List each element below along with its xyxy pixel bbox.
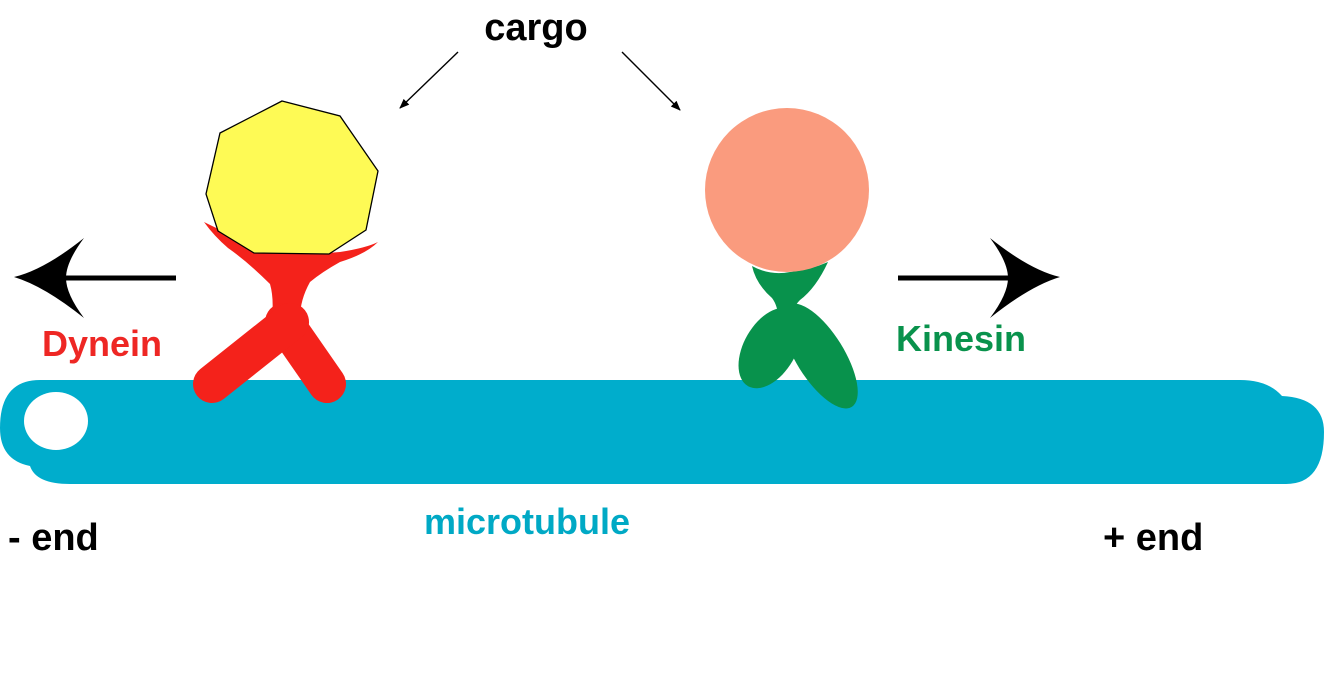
kinesin-head-right (782, 303, 858, 409)
dynein-label: Dynein (42, 323, 162, 364)
microtubule-body (0, 380, 1324, 484)
kinesin-label: Kinesin (896, 318, 1026, 359)
microtubule-label: microtubule (424, 501, 630, 542)
dynein-cargo-octagon (205, 100, 379, 255)
kinesin-cargo-sphere (705, 108, 869, 272)
plus-direction-arrow (898, 238, 1060, 318)
dynein-head-front (193, 303, 309, 403)
kinesin-motor (738, 262, 858, 409)
cargo-label: cargo (484, 7, 587, 49)
cargo-pointer-right-arrow (621, 51, 681, 111)
microtubule-lumen (24, 392, 88, 450)
kinesin-neck (752, 262, 828, 318)
minus-direction-arrow (14, 238, 176, 318)
plus-end-label: + end (1103, 517, 1203, 559)
minus-end-label: - end (8, 517, 99, 559)
cargo-pointer-left-arrow (399, 51, 459, 109)
microtubule (0, 380, 1324, 484)
